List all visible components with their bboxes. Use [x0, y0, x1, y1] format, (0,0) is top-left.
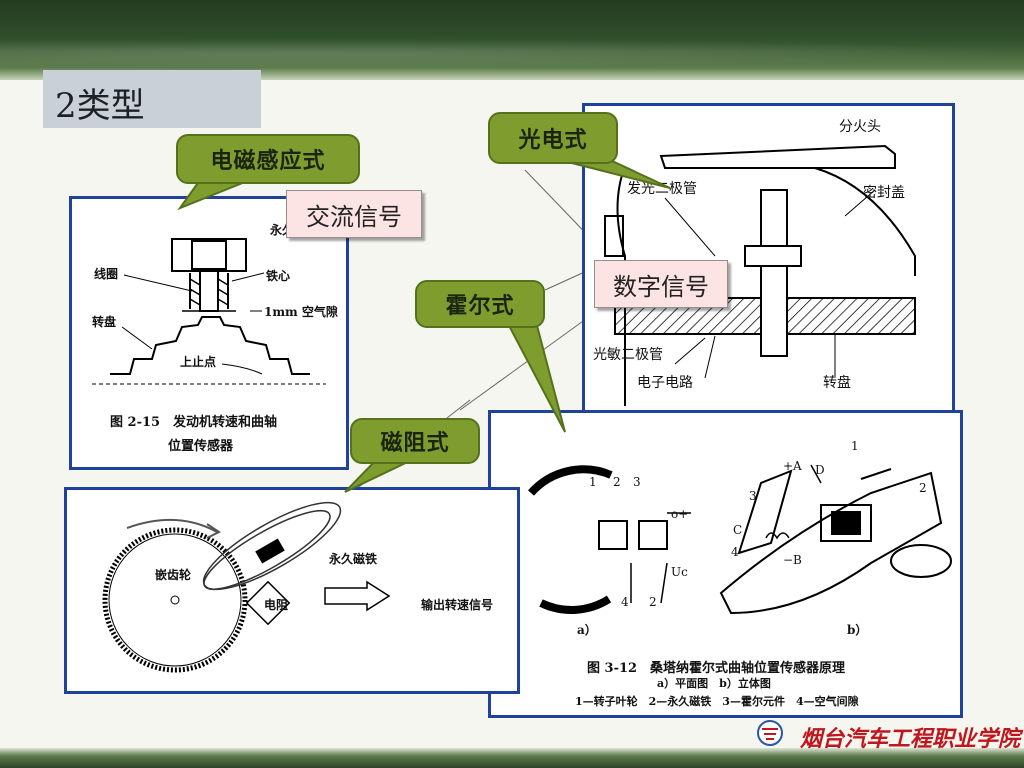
em-sensor-drawing	[92, 238, 326, 385]
hall-label-4b: 4	[731, 545, 739, 559]
hall-label-2b: 2	[649, 595, 657, 609]
hall-legend: 1—转子叶轮 2—永久磁铁 3—霍尔元件 4—空气间隙	[575, 695, 859, 708]
callout-electromagnetic: 电磁感应式	[176, 134, 360, 184]
hall-label-2c: 2	[919, 481, 927, 495]
signal-ac-label: 交流信号	[286, 190, 422, 238]
hall-label-a: a）	[577, 623, 597, 637]
hall-label-d: D	[815, 463, 825, 477]
header-band	[0, 0, 1024, 80]
hall-label-uc: Uc	[671, 565, 688, 579]
photoelectric-sensor-figure: 分火头 发光二极管 密封盖 光敏二极管 电子电路 转盘	[582, 103, 955, 413]
callout-magnetoresistive: 磁阻式	[350, 418, 480, 464]
signal-digital-label: 数字信号	[594, 260, 728, 308]
label-resistor: 电阻	[264, 598, 289, 612]
hall-sensor-figure: 1 2 3 o+ Uc 4 2 a） b） +A D 1 2 3 C 4 −B …	[488, 410, 963, 718]
mr-sensor-drawing	[102, 501, 391, 673]
hall-label-3: 3	[633, 475, 641, 489]
hall-label-c: C	[733, 523, 743, 537]
em-caption-line2: 位置传感器	[168, 439, 234, 454]
slide-title: 2类型	[55, 86, 145, 126]
mr-sensor-figure: 嵌齿轮 永久磁铁 电阻 输出转速信号	[64, 487, 520, 694]
callout-hall: 霍尔式	[415, 280, 545, 328]
school-name: 烟台汽车工程职业学院	[800, 726, 1021, 752]
label-gear: 嵌齿轮	[155, 568, 192, 582]
hall-label-b: b）	[847, 623, 868, 637]
hall-label-1b: 1	[851, 439, 859, 453]
label-output-signal: 输出转速信号	[421, 598, 494, 612]
em-sensor-figure: 线圈 永久 铁心 1mm 空气隙 转盘 上止点 图 2-15 发动机转速和曲轴 …	[69, 196, 349, 470]
hall-label-plus-a: +A	[783, 459, 802, 473]
label-photodiode: 光敏二极管	[593, 347, 663, 363]
label-disc: 转盘	[823, 375, 851, 391]
label-disc: 转盘	[92, 315, 117, 329]
footer-band	[0, 748, 1024, 768]
title-box	[43, 70, 261, 128]
hall-label-4: 4	[621, 595, 629, 609]
hall-label-3b: 3	[749, 489, 757, 503]
label-circuit: 电子电路	[637, 375, 693, 391]
label-core: 铁心	[266, 269, 291, 283]
hall-label-plus: o+	[671, 507, 689, 521]
label-seal-cover: 密封盖	[863, 185, 905, 201]
hall-caption-sub: a）平面图 b）立体图	[657, 677, 771, 690]
label-tdc: 上止点	[180, 355, 217, 369]
hall-caption: 图 3-12 桑塔纳霍尔式曲轴位置传感器原理	[587, 661, 846, 676]
callout-photoelectric: 光电式	[488, 112, 618, 164]
hall-label-minus-b: −B	[783, 553, 802, 567]
label-air-gap: 1mm 空气隙	[264, 305, 338, 319]
hall-label-2: 2	[613, 475, 621, 489]
label-led: 发光二极管	[627, 181, 697, 197]
label-coil: 线圈	[94, 267, 119, 281]
hall-label-1: 1	[589, 475, 597, 489]
hall-sensor-drawing	[528, 464, 952, 615]
em-caption-line1: 图 2-15 发动机转速和曲轴	[110, 415, 278, 430]
label-rotor: 分火头	[839, 119, 881, 135]
label-permanent-magnet: 永久磁铁	[329, 552, 378, 566]
